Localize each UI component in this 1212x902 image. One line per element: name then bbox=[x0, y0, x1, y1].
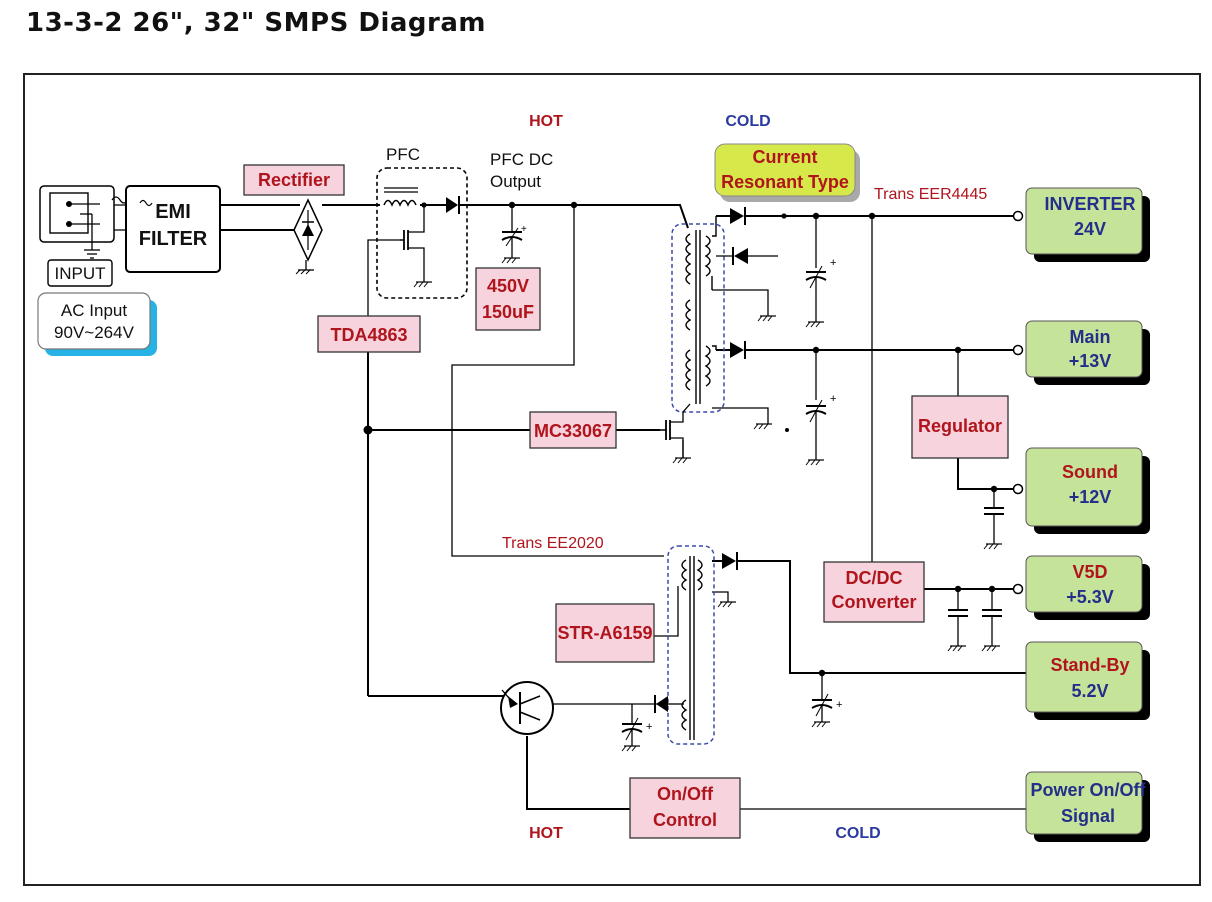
output-power-signal-line1: Power On/Off bbox=[1030, 780, 1146, 800]
tda4863-block bbox=[317, 315, 421, 353]
output-terminals bbox=[1012, 210, 1024, 595]
main-diode-icon bbox=[730, 341, 746, 359]
output-power-signal-line2: Signal bbox=[1061, 806, 1115, 826]
cold-zone-bottom: COLD bbox=[835, 825, 880, 842]
inverter-diode-icon bbox=[730, 207, 746, 225]
input-label: INPUT bbox=[55, 264, 106, 283]
output-main-line2: +13V bbox=[1069, 351, 1112, 371]
output-standby-line2: 5.2V bbox=[1071, 681, 1108, 701]
wiring bbox=[100, 204, 1026, 810]
pfc-mosfet-icon bbox=[400, 202, 432, 288]
main-transformer-icon bbox=[685, 216, 717, 404]
trans-eer4445-label: Trans EER4445 bbox=[874, 186, 987, 203]
emi-filter-box bbox=[125, 185, 221, 273]
junction-dots bbox=[363, 201, 998, 677]
trans-ee2020-label: Trans EE2020 bbox=[502, 535, 604, 552]
pfc-diode-icon bbox=[446, 196, 460, 214]
main-mosfet-icon bbox=[660, 403, 691, 464]
sound-capacitor-icon bbox=[983, 507, 1004, 550]
dcdc-line1: DC/DC bbox=[846, 568, 903, 588]
dcdc-block bbox=[823, 561, 925, 623]
output-standby-line1: Stand-By bbox=[1050, 655, 1129, 675]
page-title: 13-3-2 26", 32" SMPS Diagram bbox=[26, 8, 486, 38]
str-a6159-label: STR-A6159 bbox=[557, 623, 652, 643]
emi-filter-line1: EMI bbox=[155, 201, 191, 223]
diagram-frame bbox=[23, 73, 1201, 886]
plus-mark-2: + bbox=[830, 393, 836, 405]
aux-diode-standby-icon bbox=[654, 695, 668, 713]
pfc-dc-label-2: Output bbox=[490, 172, 541, 191]
plus-mark-1: + bbox=[830, 257, 836, 269]
output-main-line1: Main bbox=[1069, 327, 1110, 347]
ac-input-box bbox=[37, 292, 151, 350]
str-a6159-block bbox=[555, 603, 655, 663]
bulk-cap-block bbox=[475, 267, 541, 331]
plus-mark-3: + bbox=[836, 699, 842, 711]
aux-diode-icon bbox=[732, 247, 748, 265]
output-sound-line1: Sound bbox=[1062, 462, 1118, 482]
plus-mark-4: + bbox=[646, 721, 652, 733]
output-v5d-line2: +5.3V bbox=[1066, 587, 1114, 607]
ac-input-socket bbox=[39, 185, 129, 259]
standby-ground bbox=[717, 601, 736, 608]
regulator-block bbox=[911, 395, 1009, 459]
main-capacitor-icon bbox=[805, 399, 827, 466]
output-blocks bbox=[1025, 187, 1150, 842]
emi-filter-line2: FILTER bbox=[139, 228, 208, 250]
aux-capacitor-icon bbox=[621, 717, 643, 752]
bulk-cap-line1: 450V bbox=[487, 276, 529, 296]
dcdc-line2: Converter bbox=[831, 592, 916, 612]
rectifier-block bbox=[243, 164, 345, 196]
pfc-inductor-icon bbox=[383, 187, 418, 207]
emi-coil-icon bbox=[139, 199, 153, 207]
current-resonant-block bbox=[714, 143, 856, 197]
standby-diode-icon bbox=[722, 552, 738, 570]
ac-input-line2: 90V~264V bbox=[54, 323, 135, 342]
hot-zone-top: HOT bbox=[529, 113, 563, 130]
svg-text:+: + bbox=[521, 224, 527, 235]
standby-transformer-box bbox=[667, 545, 715, 745]
output-inverter-line1: INVERTER bbox=[1044, 194, 1135, 214]
output-v5d-line1: V5D bbox=[1072, 562, 1107, 582]
ac-input-line1: AC Input bbox=[61, 301, 127, 320]
v5d-capacitors-icon bbox=[947, 609, 1002, 652]
onoff-line2: Control bbox=[653, 810, 717, 830]
bridge-rectifier-icon bbox=[293, 198, 323, 275]
bulk-cap-line2: 150uF bbox=[482, 302, 534, 322]
secondary-grounds bbox=[753, 315, 776, 430]
pfc-dc-label-1: PFC DC bbox=[490, 150, 553, 169]
inverter-capacitor-icon bbox=[805, 265, 827, 328]
current-resonant-line1: Current bbox=[752, 147, 817, 167]
hot-zone-bottom: HOT bbox=[529, 825, 563, 842]
rectifier-label: Rectifier bbox=[258, 170, 330, 190]
standby-transformer-icon bbox=[681, 556, 703, 740]
pfc-box bbox=[376, 167, 468, 299]
onoff-line1: On/Off bbox=[657, 784, 714, 804]
regulator-label: Regulator bbox=[918, 416, 1002, 436]
output-sound-line2: +12V bbox=[1069, 487, 1112, 507]
standby-capacitor-icon bbox=[811, 693, 833, 728]
output-inverter-line2: 24V bbox=[1074, 219, 1106, 239]
cold-zone-top: COLD bbox=[725, 113, 770, 130]
onoff-control-block bbox=[629, 777, 741, 839]
current-resonant-line2: Resonant Type bbox=[721, 172, 849, 192]
optocoupler-transistor-icon bbox=[500, 681, 554, 735]
tda4863-label: TDA4863 bbox=[330, 325, 407, 345]
mc33067-label: MC33067 bbox=[534, 421, 612, 441]
pfc-label: PFC bbox=[386, 145, 420, 164]
mc33067-block bbox=[529, 411, 617, 449]
main-transformer-box bbox=[671, 223, 725, 413]
input-label-box bbox=[47, 259, 113, 287]
bulk-capacitor-icon: + bbox=[501, 224, 527, 264]
